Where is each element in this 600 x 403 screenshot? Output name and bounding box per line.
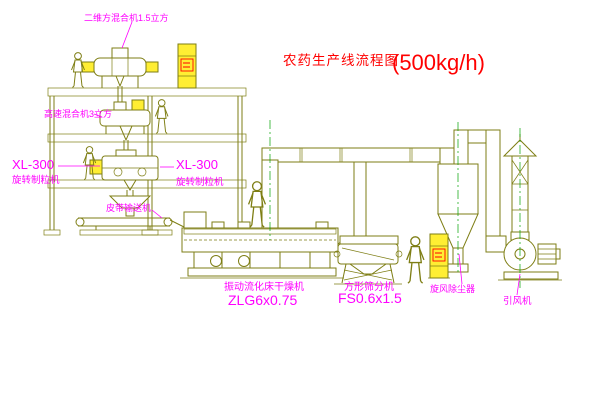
leader-lines <box>58 21 521 296</box>
person-figure <box>71 52 85 88</box>
label-dryer-model: ZLG6x0.75 <box>228 292 297 308</box>
square-sieve <box>333 235 403 285</box>
fluid-bed-dryer <box>180 211 353 279</box>
label-granulator-left-name: 旋转制粒机 <box>12 174 60 186</box>
label-dryer-name: 振动流化床干燥机 <box>224 280 304 293</box>
label-top-mixer: 二维方混合机1.5立方 <box>84 12 169 23</box>
label-sieve-name: 方形筛分机 <box>344 280 394 293</box>
label-sieve-model: FS0.6x1.5 <box>338 290 402 306</box>
label-granulator-mid-name: 旋转制粒机 <box>176 176 224 188</box>
control-cabinet-upper <box>177 43 197 89</box>
control-cabinet-lower <box>428 233 450 279</box>
centerlines <box>269 120 521 288</box>
person-figure <box>154 99 169 134</box>
label-granulator-mid-model: XL-300 <box>176 157 218 172</box>
diagram-title-capacity: (500kg/h) <box>392 50 485 75</box>
label-belt-conveyor: 皮带输送机 <box>106 202 151 213</box>
exhaust-duct <box>261 147 457 237</box>
annotations: 二维方混合机1.5立方 高速混合机3立方 XL-300 旋转制粒机 XL-300… <box>12 12 532 308</box>
label-granulator-left-model: XL-300 <box>12 157 54 172</box>
rotary-granulator <box>89 149 159 217</box>
high-speed-mixer <box>99 99 151 150</box>
two-dimensional-mixer <box>81 47 159 102</box>
induced-draft-fan <box>498 231 562 281</box>
label-cyclone: 旋风除尘器 <box>430 283 475 294</box>
label-high-speed-mixer: 高速混合机3立方 <box>44 108 112 119</box>
person-figure <box>405 236 425 284</box>
label-fan: 引风机 <box>503 295 532 307</box>
belt-conveyor <box>75 217 187 236</box>
diagram-title: 农药生产线流程图 <box>283 53 399 68</box>
